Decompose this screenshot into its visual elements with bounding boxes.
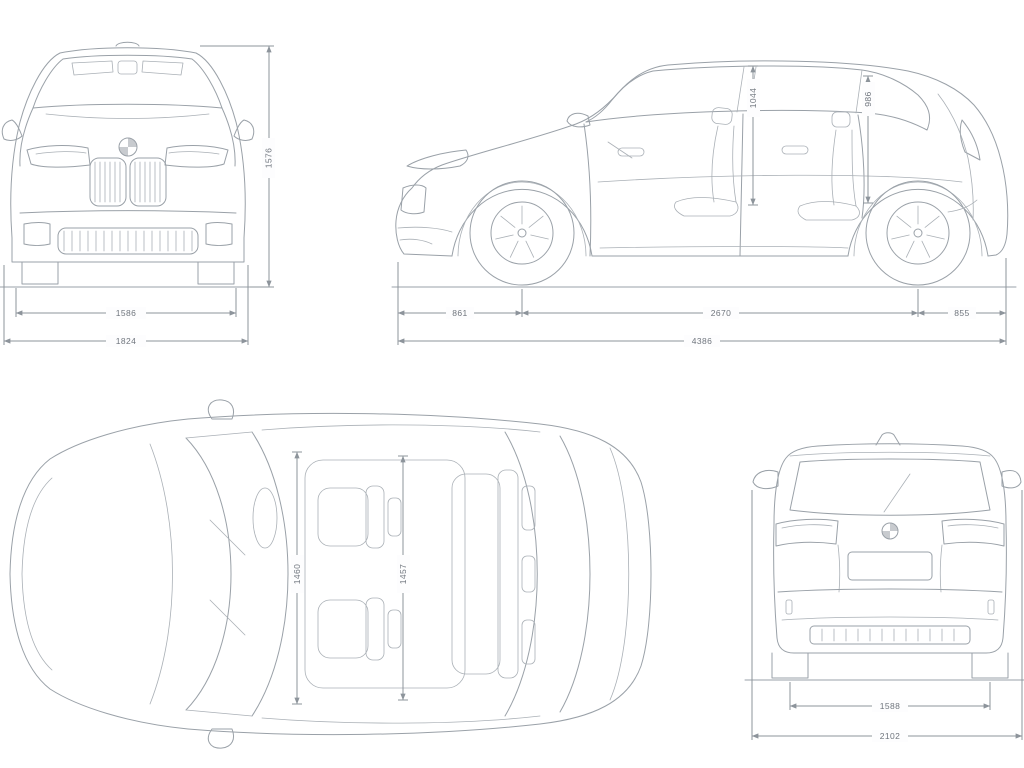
top-body-outline (9, 412, 652, 736)
rear-dimension-width-mirrors: 2102 (751, 490, 1023, 742)
side-door-seams (583, 113, 963, 257)
side-dimension-rear-headroom: 986 (862, 75, 875, 204)
dim-label-wheelbase: 2670 (711, 308, 732, 318)
bmw-roundel-icon (118, 137, 138, 157)
front-view: 1576 1586 1824 (0, 41, 275, 347)
front-body-outline (10, 47, 246, 263)
rear-dimension-track: 1588 (789, 682, 991, 712)
rear-wiper (883, 473, 911, 513)
rear-wheels (771, 652, 1009, 679)
front-wheels (21, 261, 235, 285)
top-roof (261, 424, 541, 724)
dim-label-track-width: 1586 (116, 308, 137, 318)
rear-taillights (775, 518, 1005, 547)
top-rear-bench (451, 469, 536, 679)
side-front-seat (607, 107, 739, 217)
side-rear-details (599, 93, 981, 249)
rear-door-handle (781, 145, 809, 155)
top-windshield (185, 431, 289, 717)
front-sun-visors (71, 60, 184, 76)
side-dimension-overall-length: 4386 (397, 335, 1007, 347)
dim-label-rear-headroom: 986 (863, 91, 873, 106)
side-rear-seat (797, 111, 860, 221)
dim-label-overall-length: 4386 (692, 336, 713, 346)
dim-label-front-interior-width: 1460 (292, 564, 302, 585)
top-dimension-rear-interior: 1457 (397, 455, 410, 701)
top-front-seats (317, 485, 402, 661)
side-mirror (566, 112, 591, 128)
front-hood-lines (19, 107, 236, 167)
side-front-details (397, 112, 591, 245)
license-plate-recess (847, 551, 933, 581)
front-antenna-fin (115, 41, 140, 47)
dim-label-overall-height: 1576 (264, 148, 274, 169)
front-windshield (32, 54, 223, 109)
front-dimension-height: 1576 (200, 45, 275, 288)
dim-label-rear-overhang: 855 (954, 308, 969, 318)
top-view: 1460 1457 (9, 399, 652, 749)
rear-spoiler-line (789, 451, 991, 457)
front-headlights (26, 145, 229, 168)
side-wheel-arch-lips (457, 181, 983, 257)
panoramic-roof (304, 459, 466, 689)
front-wheel-spokes (495, 205, 549, 258)
dim-label-rear-track-width: 1588 (880, 701, 901, 711)
rear-bumper (781, 599, 999, 645)
side-dimension-front-headroom: 1044 (747, 65, 760, 206)
dim-label-front-headroom: 1044 (748, 88, 758, 109)
steering-wheel (252, 487, 278, 549)
dim-label-front-overhang: 861 (452, 308, 467, 318)
rear-view: 1588 2102 (744, 432, 1024, 742)
rearview-mirror (117, 60, 138, 75)
front-dimension-track: 1586 (15, 288, 237, 319)
side-rear-wheel (865, 180, 971, 286)
front-side-mirrors (1, 119, 255, 141)
side-view: 1044 986 861 2670 855 4386 (391, 60, 1017, 347)
dim-label-overall-width: 1824 (116, 336, 137, 346)
front-dimension-width: 1824 (3, 265, 249, 347)
front-kidney-grille (89, 157, 167, 207)
side-body-outline (395, 60, 1009, 257)
front-door-handle (617, 147, 645, 157)
top-side-mirrors (207, 399, 235, 749)
front-bumper (19, 210, 237, 255)
rear-wheel-spokes (891, 205, 945, 258)
rear-window (789, 458, 991, 516)
top-dimension-front-interior: 1460 (291, 451, 304, 705)
dim-label-width-incl-mirrors: 2102 (880, 731, 901, 741)
side-front-wheel (469, 180, 575, 286)
dim-label-rear-interior-width: 1457 (398, 564, 408, 585)
rear-tailgate (777, 544, 1003, 593)
top-rear-window (504, 431, 630, 717)
top-front-fascia (21, 443, 173, 705)
side-dimension-overhangs-wheelbase: 861 2670 855 (397, 258, 1007, 345)
rear-antenna-fin (875, 432, 901, 446)
side-glasshouse (585, 65, 931, 131)
rear-bmw-roundel-icon (881, 522, 899, 540)
rear-side-mirrors (752, 469, 1022, 490)
rear-body-outline (773, 443, 1007, 654)
